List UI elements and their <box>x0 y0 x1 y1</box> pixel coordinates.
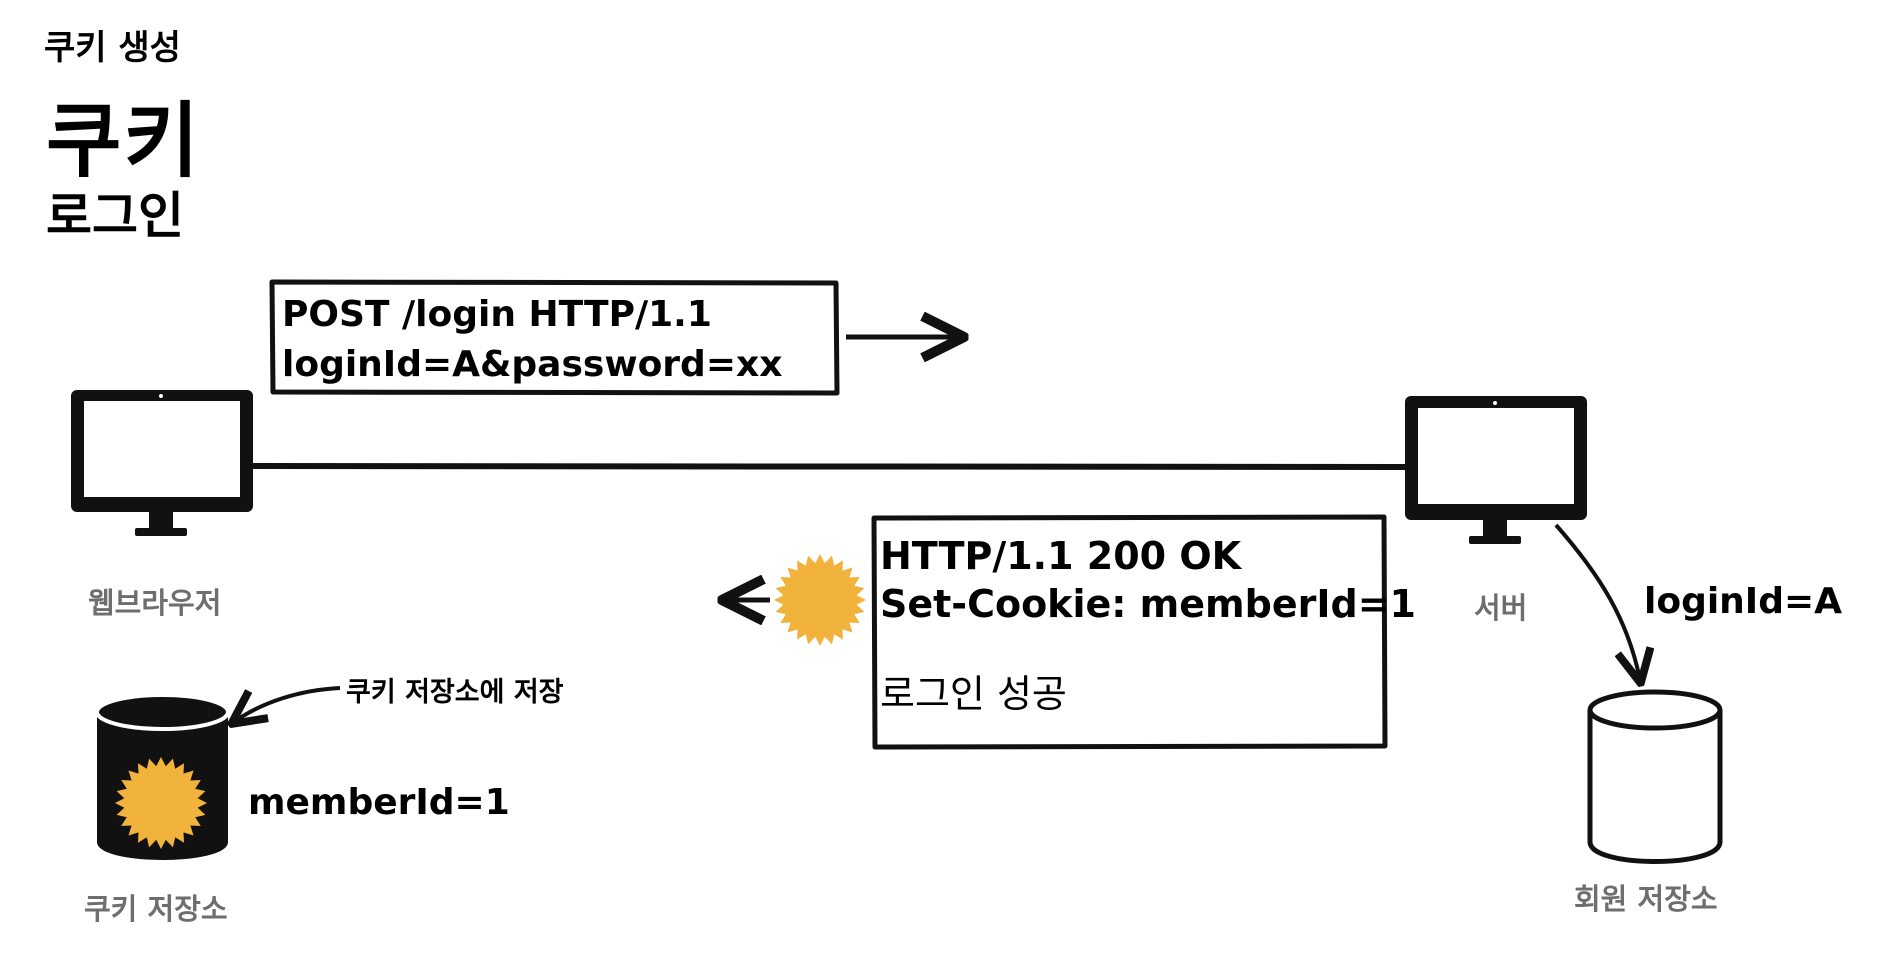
response-set-cookie-header: Set-Cookie: memberId=1 <box>880 582 1416 626</box>
server-label: 서버 <box>1474 591 1528 625</box>
browser-monitor-icon <box>71 390 253 536</box>
request-path: /login <box>402 294 516 335</box>
stored-cookie-icon <box>115 757 207 849</box>
connection-line <box>247 463 1409 472</box>
member-store-label: 회원 저장소 <box>1574 882 1718 916</box>
server-monitor-icon <box>1405 396 1587 544</box>
diagram-subtitle: 쿠키 생성 <box>44 28 181 68</box>
response-status-line: HTTP/1.1 200 OK <box>880 534 1242 578</box>
response-box <box>871 514 1388 750</box>
login-id-label: loginId=A <box>1644 581 1842 622</box>
save-arrow-icon <box>234 686 341 722</box>
cookie-store-label: 쿠키 저장소 <box>84 892 228 926</box>
request-body: loginId=A&password=xx <box>282 344 783 385</box>
request-line: POST /login HTTP/1.1 <box>282 294 712 335</box>
cookie-store-annotation: 쿠키 저장소에 저장 <box>346 677 564 708</box>
member-store-database-icon <box>1587 689 1723 864</box>
request-message: POST /login HTTP/1.1 loginId=A&password=… <box>282 290 782 390</box>
cookie-store-database-icon <box>95 693 230 860</box>
diagram-title: 쿠키 <box>46 94 201 189</box>
browser-label: 웹브라우저 <box>88 586 222 620</box>
request-box <box>269 279 840 396</box>
diagram-topic: 로그인 <box>46 187 184 245</box>
lookup-arrow-icon <box>1554 523 1640 680</box>
response-message: HTTP/1.1 200 OK Set-Cookie: memberId=1 로… <box>880 532 1416 718</box>
response-body: 로그인 성공 <box>880 672 1067 716</box>
cookie-icon <box>774 554 866 646</box>
cookie-store-value: memberId=1 <box>248 782 510 823</box>
